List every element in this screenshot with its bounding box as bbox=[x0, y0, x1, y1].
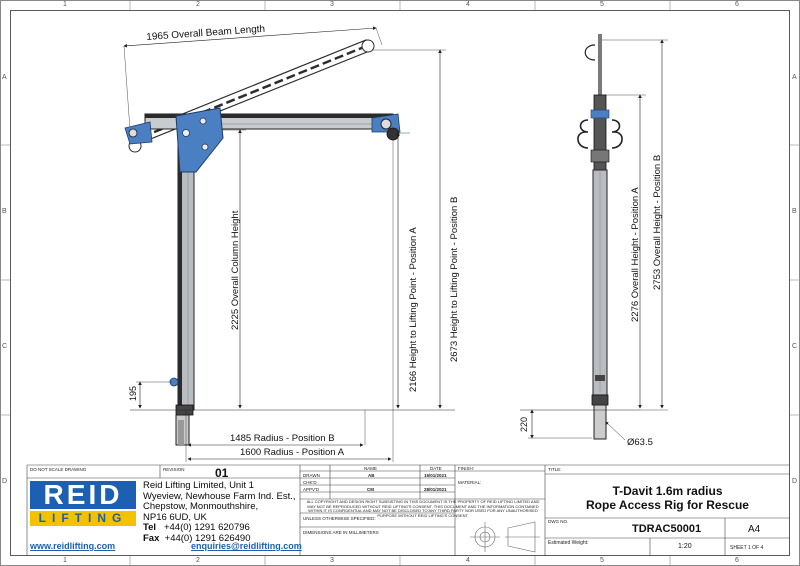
copyright-notice: ALL COPYRIGHT AND DESIGN RIGHT SUBSISTIN… bbox=[306, 499, 540, 518]
radius-a-label: 1600 Radius - Position A bbox=[240, 447, 345, 458]
title-line-2: Rope Access Rig for Rescue bbox=[586, 498, 749, 512]
tel-label: Tel bbox=[143, 522, 157, 533]
sheet-number: SHEET 1 OF 4 bbox=[730, 545, 764, 551]
title-line-1: T-Davit 1.6m radius bbox=[612, 484, 723, 498]
email-link[interactable]: enquiries@reidlifting.com bbox=[191, 541, 302, 551]
scale-value: 1:20 bbox=[678, 543, 692, 550]
base-height-dimension bbox=[136, 381, 172, 409]
projection-symbol bbox=[470, 521, 540, 553]
drawing-title: T-Davit 1.6m radius Rope Access Rig for … bbox=[545, 484, 790, 512]
company-tel: Tel +44(0) 1291 620796 bbox=[143, 522, 296, 534]
zone-col-6-bottom: 6 bbox=[735, 557, 739, 564]
drawn-role: DRAWN bbox=[303, 473, 320, 478]
logo-lifting: LIFTING bbox=[30, 511, 136, 526]
zone-col-6: 6 bbox=[735, 1, 739, 8]
column bbox=[169, 129, 195, 446]
zone-col-2-bottom: 2 bbox=[196, 557, 200, 564]
head-bracket bbox=[124, 107, 224, 173]
revision-value: 01 bbox=[215, 466, 229, 480]
dimensions-mm-note: DIMENSIONS ARE IN MILLIMETERS bbox=[303, 530, 379, 535]
company-line-1: Reid Lifting Limited, Unit 1 bbox=[143, 480, 254, 491]
revision-label: REVISION bbox=[163, 467, 185, 472]
zone-col-2: 2 bbox=[196, 1, 200, 8]
material-label: MATERIAL: bbox=[458, 480, 482, 485]
zone-row-c: C bbox=[2, 343, 8, 350]
approved-role: APPV'D bbox=[303, 487, 320, 492]
weight-label: Estimated Weight: bbox=[548, 540, 589, 546]
radius-dimensions bbox=[185, 140, 394, 462]
company-fax: Fax +44(0) 1291 626490 bbox=[143, 532, 296, 545]
zone-row-c-right: C bbox=[792, 343, 798, 350]
lift-height-b-dimension bbox=[372, 49, 446, 409]
checked-role: CHK'D bbox=[303, 480, 317, 485]
approved-date: 28/01/2021 bbox=[424, 487, 447, 492]
approvals-header-finish: FINISH: bbox=[458, 466, 475, 471]
zone-row-a-right: A bbox=[792, 74, 797, 81]
company-line-4: NP16 6UD, UK bbox=[143, 511, 207, 523]
zone-col-3-bottom: 3 bbox=[330, 557, 334, 564]
paper-size: A4 bbox=[748, 524, 761, 535]
dwg-no-label: DWG NO. bbox=[548, 519, 569, 524]
website-link[interactable]: www.reidlifting.com bbox=[30, 541, 116, 551]
zone-col-1: 1 bbox=[63, 1, 67, 8]
radius-b-label: 1485 Radius - Position B bbox=[230, 433, 335, 444]
drawn-name: AB bbox=[368, 473, 375, 478]
front-view bbox=[520, 34, 668, 441]
approvals-header-date: DATE bbox=[430, 466, 442, 471]
title-label: TITLE: bbox=[548, 467, 562, 472]
drawn-date: 15/01/2021 bbox=[424, 473, 447, 478]
zone-col-3: 3 bbox=[330, 1, 334, 8]
diameter-label: Ø63.5 bbox=[627, 437, 653, 448]
company-line-3: Chepstow, Monmouthshire, bbox=[143, 501, 259, 512]
fax-value: +44(0) 1291 626490 bbox=[164, 532, 251, 544]
zone-col-5-bottom: 5 bbox=[600, 557, 604, 564]
zone-col-5: 5 bbox=[600, 1, 604, 8]
fax-label: Fax bbox=[143, 532, 160, 544]
zone-row-d-right: D bbox=[792, 478, 798, 485]
approvals-header-name: NAME bbox=[364, 466, 378, 471]
logo-reid: REID bbox=[30, 481, 136, 509]
do-not-scale-note: DO NOT SCALE DRAWING bbox=[30, 467, 87, 472]
side-view bbox=[123, 26, 455, 462]
tel-value: +44(0) 1291 620796 bbox=[163, 522, 250, 533]
company-address: Reid Lifting Limited, Unit 1 Wyeview, Ne… bbox=[143, 480, 296, 545]
zone-row-b: B bbox=[2, 208, 7, 215]
unless-specified-note: UNLESS OTHERWISE SPECIFIED: bbox=[303, 516, 376, 521]
top-hook bbox=[584, 34, 602, 95]
head-assembly bbox=[577, 94, 623, 171]
dwg-no-value: TDRAC50001 bbox=[632, 523, 702, 535]
zone-row-d: D bbox=[2, 478, 8, 485]
zone-col-1-bottom: 1 bbox=[63, 557, 67, 564]
zone-row-a: A bbox=[2, 74, 7, 81]
zone-col-4-bottom: 4 bbox=[466, 557, 470, 564]
approved-name: CM bbox=[367, 487, 374, 492]
column-height-dimension bbox=[222, 129, 246, 409]
lift-height-a-dimension bbox=[396, 132, 410, 409]
zone-row-b-right: B bbox=[792, 208, 797, 215]
beam-length-dimension bbox=[123, 26, 383, 131]
company-line-2: Wyeview, Newhouse Farm Ind. Est., bbox=[143, 490, 296, 502]
zone-col-4: 4 bbox=[466, 1, 470, 8]
